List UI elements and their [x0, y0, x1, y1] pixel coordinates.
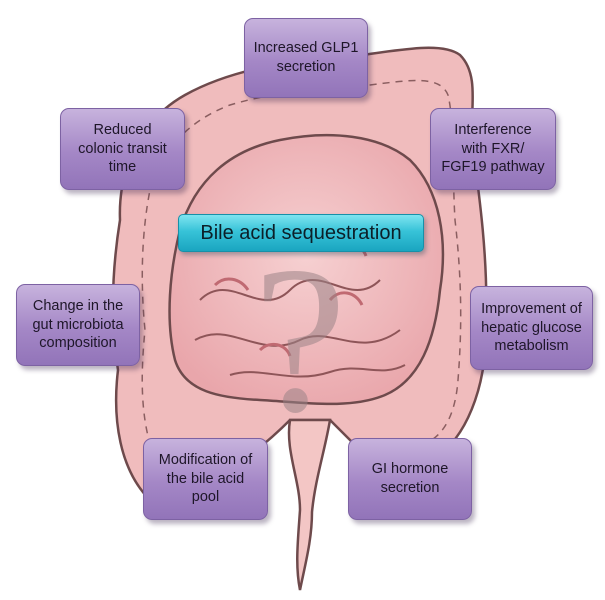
center-banner-bile-acid-sequestration: Bile acid sequestration — [178, 214, 424, 252]
mechanism-box-fxr-fgf19: Interference with FXR/ FGF19 pathway — [430, 108, 556, 190]
mechanism-box-colonic-transit: Reduced colonic transit time — [60, 108, 185, 190]
mechanism-box-gi-hormone: GI hormone secretion — [348, 438, 472, 520]
question-mark-symbol: ? — [253, 224, 346, 456]
mechanism-box-bile-acid-pool: Modification of the bile acid pool — [143, 438, 268, 520]
mechanism-box-glp1: Increased GLP1 secretion — [244, 18, 368, 98]
mechanism-box-gut-microbiota: Change in the gut microbiota composition — [16, 284, 140, 366]
mechanism-box-hepatic-glucose: Improvement of hepatic glucose metabolis… — [470, 286, 593, 370]
